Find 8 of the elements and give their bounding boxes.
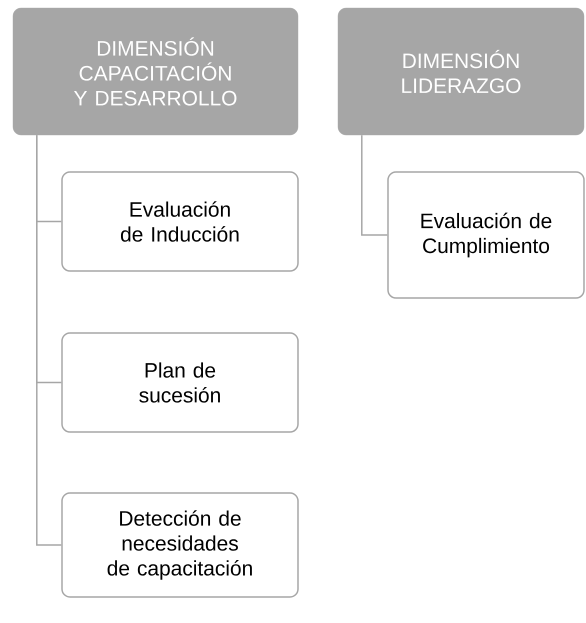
item-box: Detección de necesidades de capacitación — [61, 492, 299, 598]
header-box: DIMENSIÓN LIDERAZGO — [338, 8, 584, 136]
item-box: Plan de sucesión — [61, 332, 299, 433]
item-box: Evaluación de Inducción — [61, 171, 299, 272]
connector-line — [361, 135, 388, 236]
header-box: DIMENSIÓN CAPACITACIÓN Y DESARROLLO — [12, 8, 298, 136]
connector-line — [36, 135, 62, 546]
item-box: Evaluación de Cumplimiento — [387, 171, 585, 299]
